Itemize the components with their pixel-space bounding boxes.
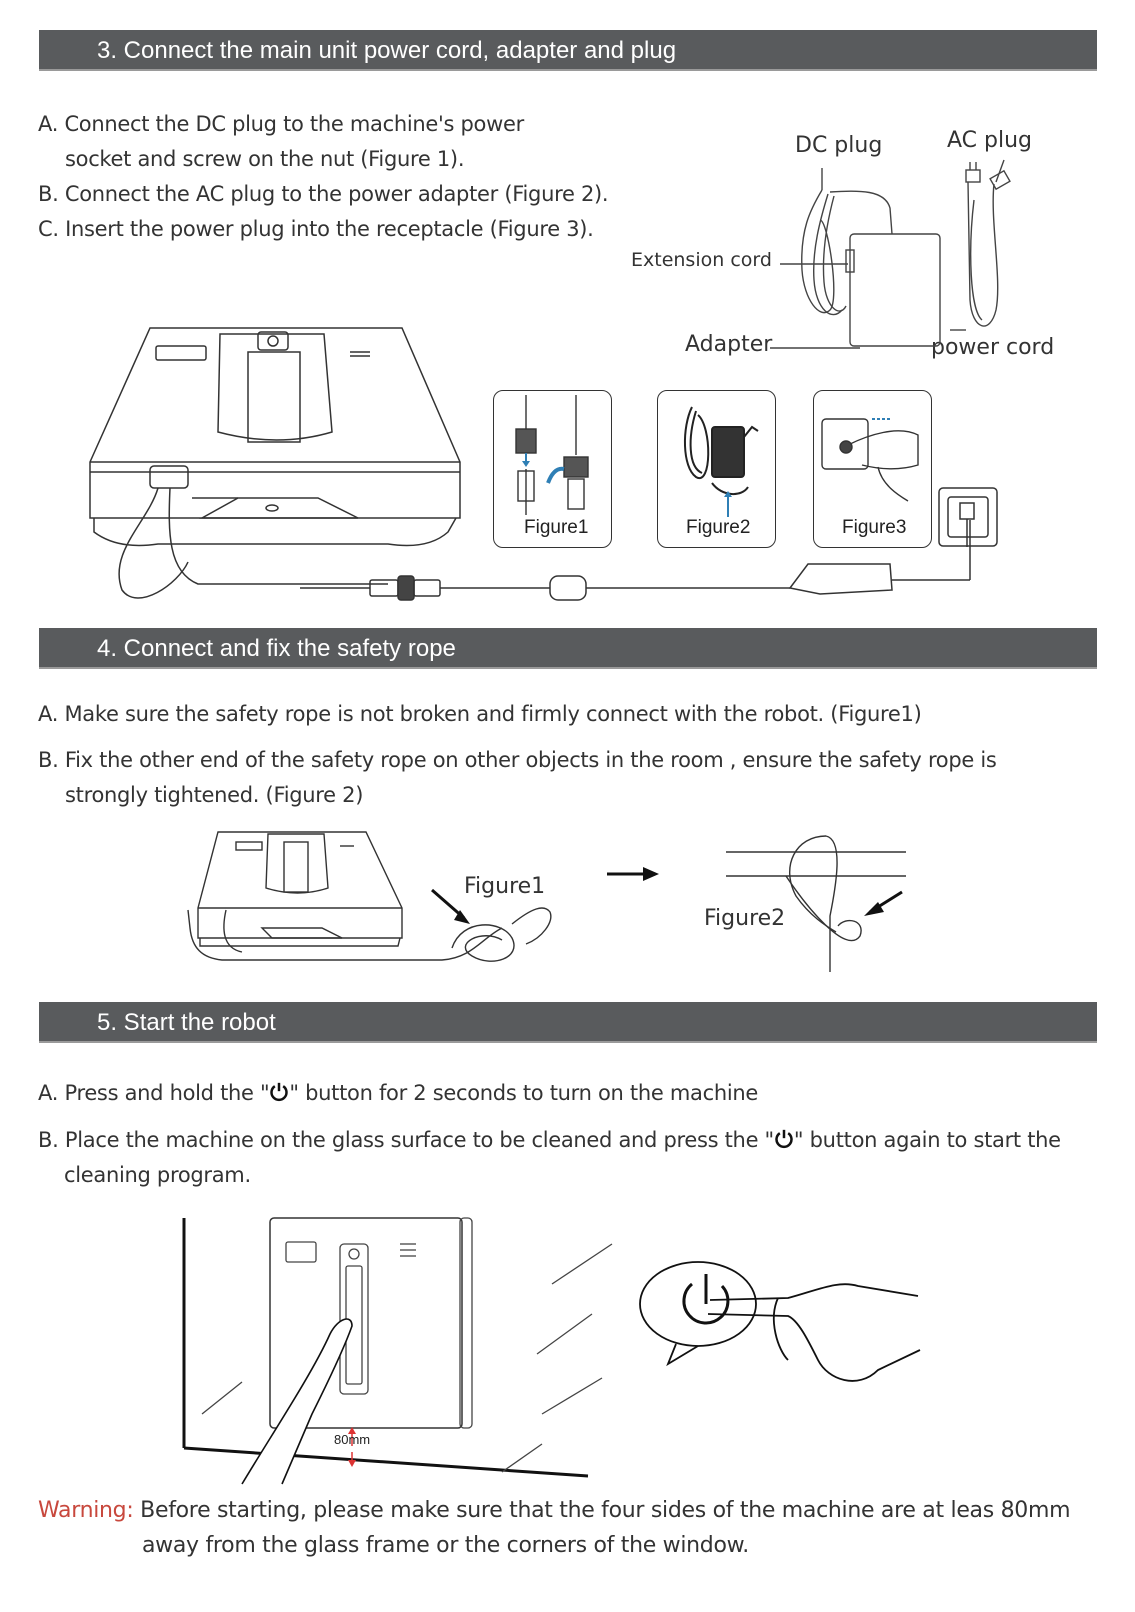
figure2-caption: Figure2	[686, 517, 751, 538]
finger-press-power-button-illustration	[639, 1261, 921, 1382]
step-5b-text-post: " button again to start the	[793, 1128, 1061, 1152]
section-4-header: 4. Connect and fix the safety rope	[39, 628, 1097, 669]
step-4a: A. Make sure the safety rope is not brok…	[38, 702, 922, 726]
ac-plug-label: AC plug	[947, 128, 1033, 153]
figure-box-3: Figure3	[813, 390, 932, 548]
figure1-caption: Figure1	[524, 517, 589, 538]
figure-box-2: Figure2	[657, 390, 776, 548]
step-3b: B. Connect the AC plug to the power adap…	[38, 182, 609, 206]
warning-text-line1: Before starting, please make sure that t…	[140, 1498, 1071, 1523]
dc-plug-label: DC plug	[795, 133, 883, 158]
plug-in-receptacle-icon	[821, 418, 919, 502]
power-icon	[775, 1129, 793, 1149]
extension-cord-label: Extension cord	[631, 249, 772, 271]
power-cord-label: power cord	[931, 335, 1055, 360]
adapter-cords-illustration	[770, 159, 1011, 349]
step-4b-line2: strongly tightened. (Figure 2)	[65, 783, 364, 807]
arrow-right-icon	[607, 867, 659, 881]
wall-socket-icon	[938, 487, 998, 547]
section-5-header: 5. Start the robot	[39, 1002, 1097, 1043]
step-5b-line1: B. Place the machine on the glass surfac…	[38, 1128, 1061, 1152]
warning-line2: away from the glass frame or the corners…	[142, 1533, 749, 1558]
step-5a-text-pre: A. Press and hold the "	[38, 1081, 270, 1105]
figure-box-1: Figure1	[493, 390, 612, 548]
step-4b-line1: B. Fix the other end of the safety rope …	[38, 748, 997, 772]
warning-line1: Warning: Before starting, please make su…	[38, 1498, 1071, 1523]
robot-illustration-large	[89, 327, 461, 599]
section-3-header: 3. Connect the main unit power cord, ada…	[39, 30, 1097, 71]
robot-with-safety-rope-illustration	[187, 831, 552, 962]
step-5a-text-post: " button for 2 seconds to turn on the ma…	[289, 1081, 759, 1105]
robot-on-window-illustration	[182, 1217, 613, 1485]
figure3-caption: Figure3	[842, 517, 907, 538]
adapter-label: Adapter	[685, 332, 773, 357]
step-5b-line2: cleaning program.	[64, 1163, 251, 1187]
rope-tied-to-bar-illustration	[726, 835, 906, 972]
adapter-coil-icon	[683, 406, 759, 517]
step-5b-text-pre: B. Place the machine on the glass surfac…	[38, 1128, 774, 1152]
step-3a-line2: socket and screw on the nut (Figure 1).	[65, 147, 465, 171]
power-cable-line	[300, 520, 971, 601]
distance-80mm-label: 80mm	[334, 1432, 371, 1447]
warning-label: Warning:	[38, 1498, 134, 1523]
dc-connector-icon	[515, 395, 589, 515]
power-icon	[270, 1082, 289, 1102]
step-3c: C. Insert the power plug into the recept…	[38, 217, 594, 241]
section4-figure1-caption: Figure1	[464, 874, 546, 899]
section4-figure2-caption: Figure2	[704, 906, 786, 931]
step-5a: A. Press and hold the " " button for 2 se…	[38, 1081, 758, 1105]
step-3a-line1: A. Connect the DC plug to the machine's …	[38, 112, 524, 136]
